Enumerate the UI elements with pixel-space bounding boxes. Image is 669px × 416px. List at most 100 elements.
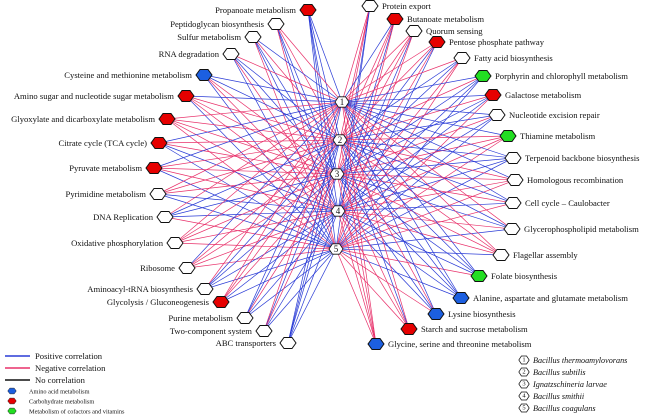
correlation-edge bbox=[220, 173, 338, 303]
pathway-hexagon-icon bbox=[177, 90, 195, 102]
left-pathway-node-12: Ribosome bbox=[140, 262, 196, 274]
left-pathway-node-9: Pyrimidine metabolism bbox=[66, 188, 167, 200]
pathway-label: Lysine biosynthesis bbox=[448, 309, 516, 319]
correlation-edge bbox=[244, 101, 343, 319]
species-hex-icon-5 bbox=[518, 403, 530, 413]
right-pathway-node-0: Protein export bbox=[361, 0, 432, 12]
correlation-edge bbox=[153, 101, 343, 169]
correlation-edge bbox=[166, 118, 338, 175]
legend-cofactor-hexagon-icon bbox=[7, 407, 17, 415]
correlation-edge bbox=[252, 36, 338, 175]
left-pathway-node-14: Glycolysis / Gluconeogenesis bbox=[107, 296, 230, 308]
correlation-edge bbox=[339, 135, 509, 141]
correlation-edge bbox=[341, 101, 516, 181]
left-pathway-node-7: Citrate cycle (TCA cycle) bbox=[58, 137, 168, 149]
correlation-edge bbox=[153, 167, 338, 175]
right-pathway-node-13: Flagellar assembly bbox=[492, 249, 578, 261]
correlation-edge bbox=[341, 101, 498, 116]
species-name-4: Bacillus smithii bbox=[533, 392, 585, 401]
correlation-edge bbox=[339, 139, 514, 204]
correlation-edge bbox=[339, 30, 415, 141]
correlation-edges bbox=[153, 5, 516, 345]
correlation-edge bbox=[336, 173, 502, 256]
correlation-edge bbox=[252, 36, 341, 141]
pathway-hexagon-icon bbox=[452, 292, 470, 304]
pathway-label: Pyruvate metabolism bbox=[69, 163, 142, 173]
species-hub-3: 3 bbox=[329, 168, 345, 180]
species-legend: 1 Bacillus thermoamylovorans 2 Bacillus … bbox=[518, 355, 627, 413]
right-pathway-node-7: Nucleotide excision repair bbox=[488, 109, 600, 121]
hub-number: 2 bbox=[338, 135, 343, 145]
pathway-hexagon-icon bbox=[453, 52, 471, 64]
pathway-label: Amino sugar and nucleotide sugar metabol… bbox=[14, 91, 174, 101]
correlation-edge bbox=[204, 173, 338, 290]
pathway-hexagon-icon bbox=[156, 211, 174, 223]
right-pathway-node-15: Alanine, aspartate and glutamate metabol… bbox=[452, 292, 628, 304]
left-pathway-node-11: Oxidative phosphorylation bbox=[71, 237, 184, 249]
pathway-label: Porphyrin and chlorophyll metabolism bbox=[495, 71, 628, 81]
correlation-edge bbox=[203, 74, 338, 175]
hub-number: 1 bbox=[340, 97, 345, 107]
pathway-label: Fatty acid biosynthesis bbox=[474, 53, 553, 63]
correlation-edge bbox=[164, 139, 341, 218]
correlation-edge bbox=[204, 210, 339, 290]
correlation-edge bbox=[174, 242, 337, 250]
legend-cofactor-label: Metabolism of cofactors and vitamins bbox=[29, 409, 125, 416]
correlation-edge bbox=[204, 139, 341, 290]
correlation-edge bbox=[186, 101, 343, 269]
pathway-hexagon-icon bbox=[267, 18, 285, 30]
correlation-edge bbox=[339, 5, 371, 141]
correlation-edge bbox=[230, 53, 343, 103]
correlation-edge bbox=[341, 30, 415, 103]
pathway-label: Galactose metabolism bbox=[505, 90, 581, 100]
correlation-edge bbox=[336, 157, 514, 175]
pathway-hexagon-icon bbox=[212, 296, 230, 308]
correlation-edge bbox=[252, 36, 343, 103]
pathway-hexagon-icon bbox=[195, 69, 213, 81]
species-name-5: Bacillus coagulans bbox=[533, 404, 596, 413]
correlation-edge bbox=[185, 95, 337, 250]
species-hex-icon-4 bbox=[518, 391, 530, 401]
correlation-legend: Positive correlation Negative correlatio… bbox=[5, 351, 125, 416]
correlation-edge bbox=[339, 139, 377, 345]
correlation-edge bbox=[230, 53, 341, 141]
correlation-edge bbox=[337, 210, 437, 315]
right-pathway-node-10: Homologous recombination bbox=[506, 174, 624, 186]
pathway-hexagon-icon bbox=[158, 113, 176, 125]
correlation-edge bbox=[339, 114, 498, 141]
correlation-edge bbox=[337, 202, 514, 212]
species-num-2: 2 bbox=[522, 369, 525, 376]
correlation-edge bbox=[335, 248, 502, 256]
pathway-hexagon-icon bbox=[504, 197, 522, 209]
pathway-hexagon-icon bbox=[178, 262, 196, 274]
correlation-edge bbox=[339, 139, 514, 159]
correlation-edge bbox=[337, 94, 494, 212]
pathway-hexagon-icon bbox=[145, 162, 163, 174]
species-num-3: 3 bbox=[522, 381, 525, 388]
correlation-edge bbox=[244, 248, 337, 319]
pathway-hexagon-icon bbox=[504, 152, 522, 164]
pathway-label: Glyoxylate and dicarboxylate metabolism bbox=[11, 114, 155, 124]
correlation-edge bbox=[337, 114, 498, 212]
correlation-edge bbox=[341, 75, 484, 103]
left-pathway-node-3: RNA degradation bbox=[159, 48, 240, 60]
correlation-edge bbox=[335, 157, 514, 250]
correlation-edge bbox=[336, 173, 410, 330]
left-pathway-node-2: Sulfur metabolism bbox=[177, 31, 262, 43]
correlation-edge bbox=[341, 41, 438, 103]
right-pathway-node-2: Quorum sensing bbox=[405, 25, 483, 37]
correlation-edge bbox=[336, 94, 494, 175]
pathway-label: Citrate cycle (TCA cycle) bbox=[58, 138, 147, 148]
pathway-hexagon-icon bbox=[488, 109, 506, 121]
right-pathway-node-3: Pentose phosphate pathway bbox=[428, 36, 545, 48]
correlation-edge bbox=[341, 57, 463, 103]
left-pathway-node-16: Two-component system bbox=[170, 325, 273, 337]
pathway-hexagon-icon bbox=[400, 323, 418, 335]
pathway-label: Sulfur metabolism bbox=[177, 32, 241, 42]
correlation-edge bbox=[335, 179, 516, 250]
correlation-edge bbox=[287, 248, 337, 344]
correlation-edge bbox=[336, 135, 509, 175]
correlation-edge bbox=[341, 101, 514, 159]
